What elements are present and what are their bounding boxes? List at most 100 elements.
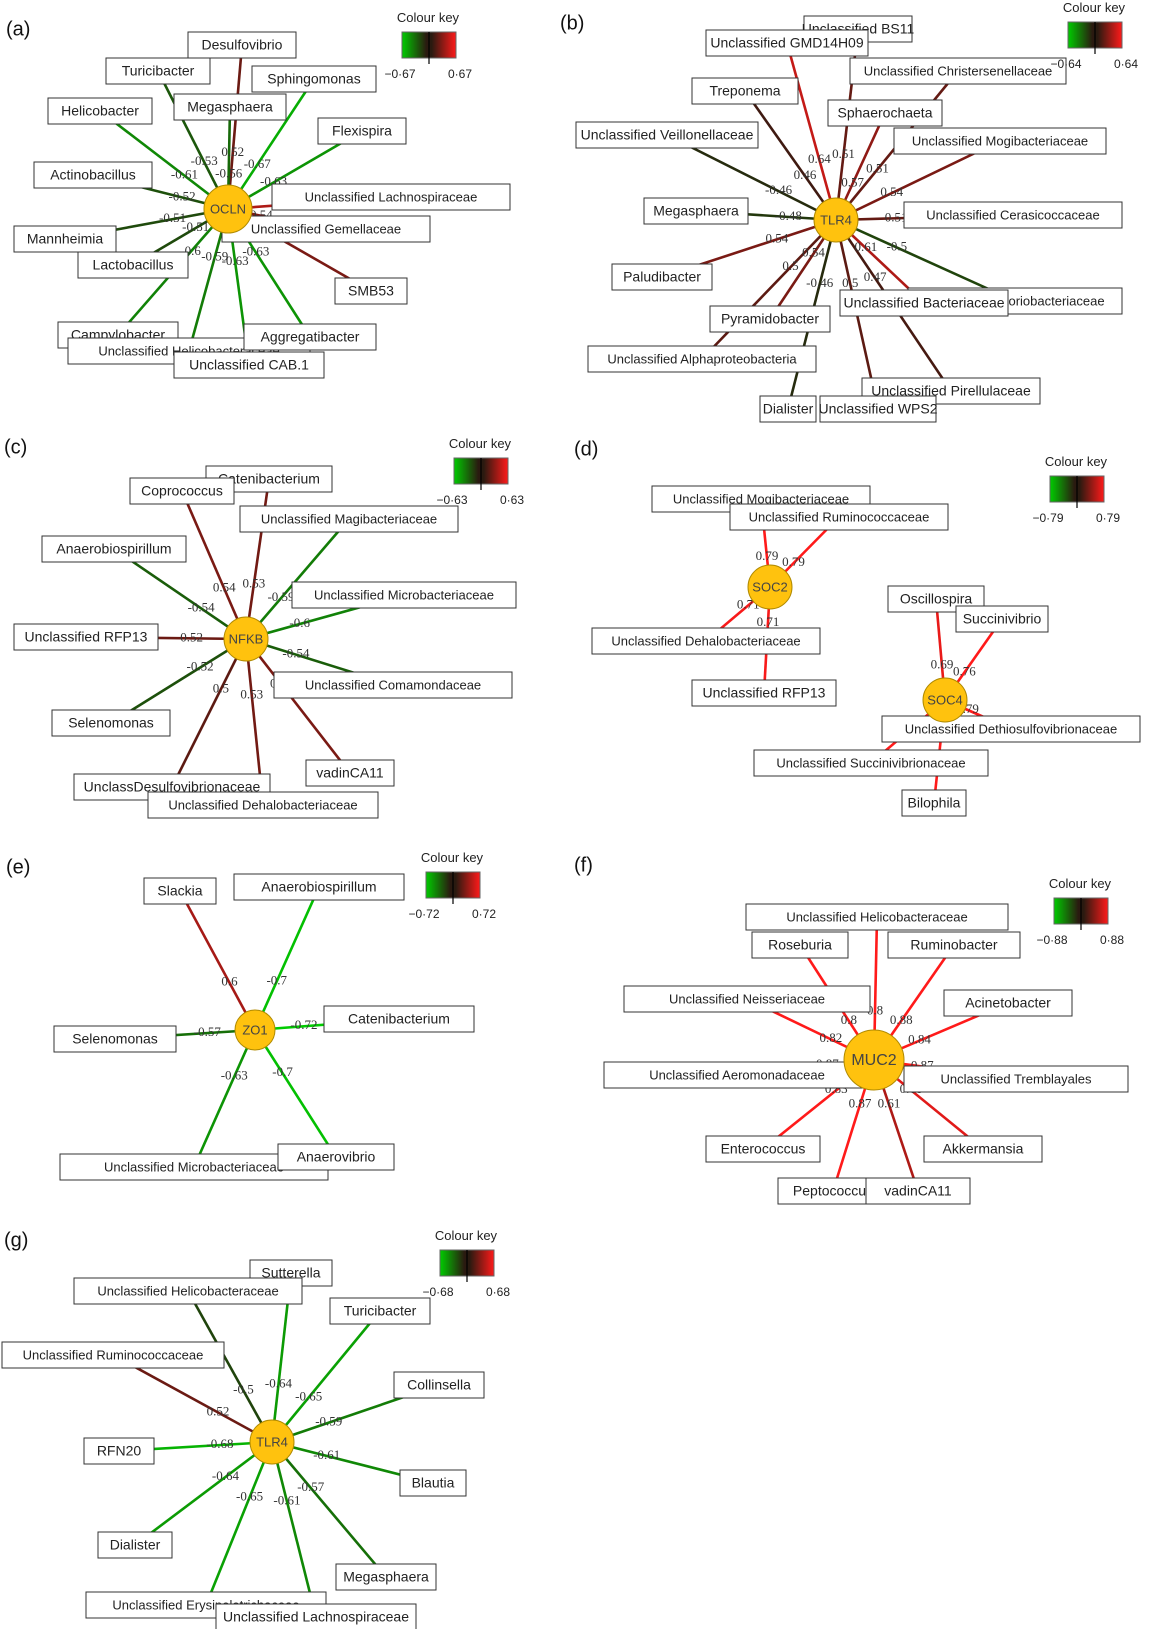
node-label: Dialister: [763, 401, 814, 417]
edge-weight-label: 0.53: [242, 576, 265, 591]
node-label: Ruminobacter: [910, 937, 997, 953]
panel-letter: (f): [574, 855, 593, 877]
node-label: Unclassified Alphaproteobacteria: [607, 351, 797, 366]
edge-labels: 0.6-0.7-0.72-0.57-0.63-0.7: [194, 972, 318, 1082]
node-box: [691, 679, 837, 707]
edge: [270, 1310, 382, 1443]
node-box: [709, 305, 831, 333]
node-label: Acinetobacter: [965, 995, 1051, 1011]
edge: [271, 1441, 387, 1578]
edge-weight-label: 0.54: [802, 245, 825, 260]
edge-weight-label: -0.63: [221, 1068, 248, 1083]
edge: [134, 1440, 273, 1547]
node-label: Anaerovibrio: [297, 1149, 376, 1165]
edge-weight-label: 0.79: [782, 554, 805, 569]
edge: [99, 109, 229, 211]
node-box: [243, 323, 377, 351]
node-box: [33, 161, 153, 189]
node-box: [323, 1005, 475, 1033]
node-label: Turicibacter: [122, 63, 195, 79]
node-label: Unclassified Aeromonadaceae: [649, 1067, 825, 1082]
edge: [192, 1029, 257, 1168]
edge-weight-label: 0.79: [756, 548, 779, 563]
node-box: [729, 503, 949, 531]
panel-g: (g)-0.64-0.5-0.650.52-0.59-0.68-0.61-0.6…: [1, 1230, 485, 1629]
colour-key-max: 0·79: [1096, 511, 1120, 525]
edge-weight-label: 0.54: [880, 184, 903, 199]
edge-weight-label: 0.5: [782, 258, 798, 273]
hub-node: [747, 564, 793, 610]
node-box: [705, 29, 869, 57]
node-box: [865, 1177, 971, 1205]
panel-letter: (a): [6, 19, 30, 41]
edge-weight-label: 0.8: [841, 1012, 857, 1027]
node-box: [955, 605, 1049, 633]
node-label: vadinCA11: [884, 1183, 952, 1199]
node-label: Unclassified Mogibacteriaceae: [673, 491, 849, 506]
panel-c: (c)0.530.54-0.59-0.54-0.60.52-0.54-0.520…: [4, 437, 517, 819]
colour-key-max: 0·72: [472, 907, 496, 921]
node-box: [73, 1277, 303, 1305]
node-label: Catenibacterium: [348, 1011, 450, 1027]
edge: [245, 518, 350, 640]
edge: [226, 78, 316, 210]
edge: [270, 1441, 318, 1618]
colour-key-title: Colour key: [397, 10, 460, 25]
node-box: [893, 127, 1107, 155]
node-label: Succinivibrio: [963, 611, 1042, 627]
node-label: Sutterella: [261, 1265, 320, 1281]
node-label: Mannheimia: [27, 231, 103, 247]
node-label: Helicobacter: [61, 103, 139, 119]
edge-weight-label: 0.52: [207, 1403, 230, 1418]
node-box: [173, 351, 325, 379]
hub-label: OCLN: [210, 201, 246, 216]
node-label: SMB53: [348, 283, 394, 299]
node-box: [105, 57, 211, 85]
edge-weight-label: 0.71: [757, 614, 780, 629]
edge-weight-label: 0.61: [855, 239, 878, 254]
node-box: [943, 989, 1073, 1017]
node-label: Unclassified RFP13: [703, 685, 826, 701]
edge-weight-label: 0.51: [832, 146, 855, 161]
panel-letter: (d): [574, 439, 598, 461]
node-box: [643, 197, 749, 225]
edge-weight-label: -0.64: [265, 1376, 293, 1391]
edge-weight-label: -0.61: [313, 1447, 340, 1462]
node-box: [47, 97, 153, 125]
colour-key-title: Colour key: [435, 1228, 498, 1243]
node-label: Unclassified Bacteriaceae: [843, 295, 1004, 311]
node-box: [759, 395, 817, 423]
node-label: Unclassified Pirellulaceae: [871, 383, 1031, 399]
colour-key-min: −0·88: [1036, 933, 1067, 947]
node-label: Unclassified WPS2: [818, 401, 937, 417]
edge-weight-label: -0.51: [182, 219, 209, 234]
edge-weight-label: 0.46: [794, 167, 817, 182]
colour-key-min: −0·79: [1032, 511, 1063, 525]
node-box: [13, 623, 159, 651]
edge-weight-label: -0.61: [171, 167, 198, 182]
panel-a: (a)0.52-0.53-0.67-0.56-0.61-0.63-0.520.6…: [6, 19, 511, 379]
node-box: [239, 505, 459, 533]
edge-weight-label: -0.52: [187, 659, 214, 674]
hub-node: [843, 1029, 905, 1091]
edge-weight-label: -0.52: [169, 188, 196, 203]
edge-weight-label: 0.5: [842, 275, 858, 290]
edge-weight-label: 0.51: [866, 160, 889, 175]
node-box: [819, 395, 937, 423]
edge-weight-label: 0.76: [953, 663, 976, 678]
panel-letter: (b): [560, 13, 584, 35]
edge-weight-label: -0.65: [236, 1488, 263, 1503]
node-label: Dialister: [110, 1537, 161, 1553]
panel-letter: (c): [4, 437, 27, 459]
node-label: Unclassified Helicobacteraceae: [97, 1283, 278, 1298]
edge: [178, 890, 257, 1031]
node-box: [399, 1469, 467, 1497]
node-label: vadinCA11: [316, 765, 384, 781]
panel-d: (d)0.790.790.710.710.690.760.790.770.77U…: [574, 439, 1141, 817]
